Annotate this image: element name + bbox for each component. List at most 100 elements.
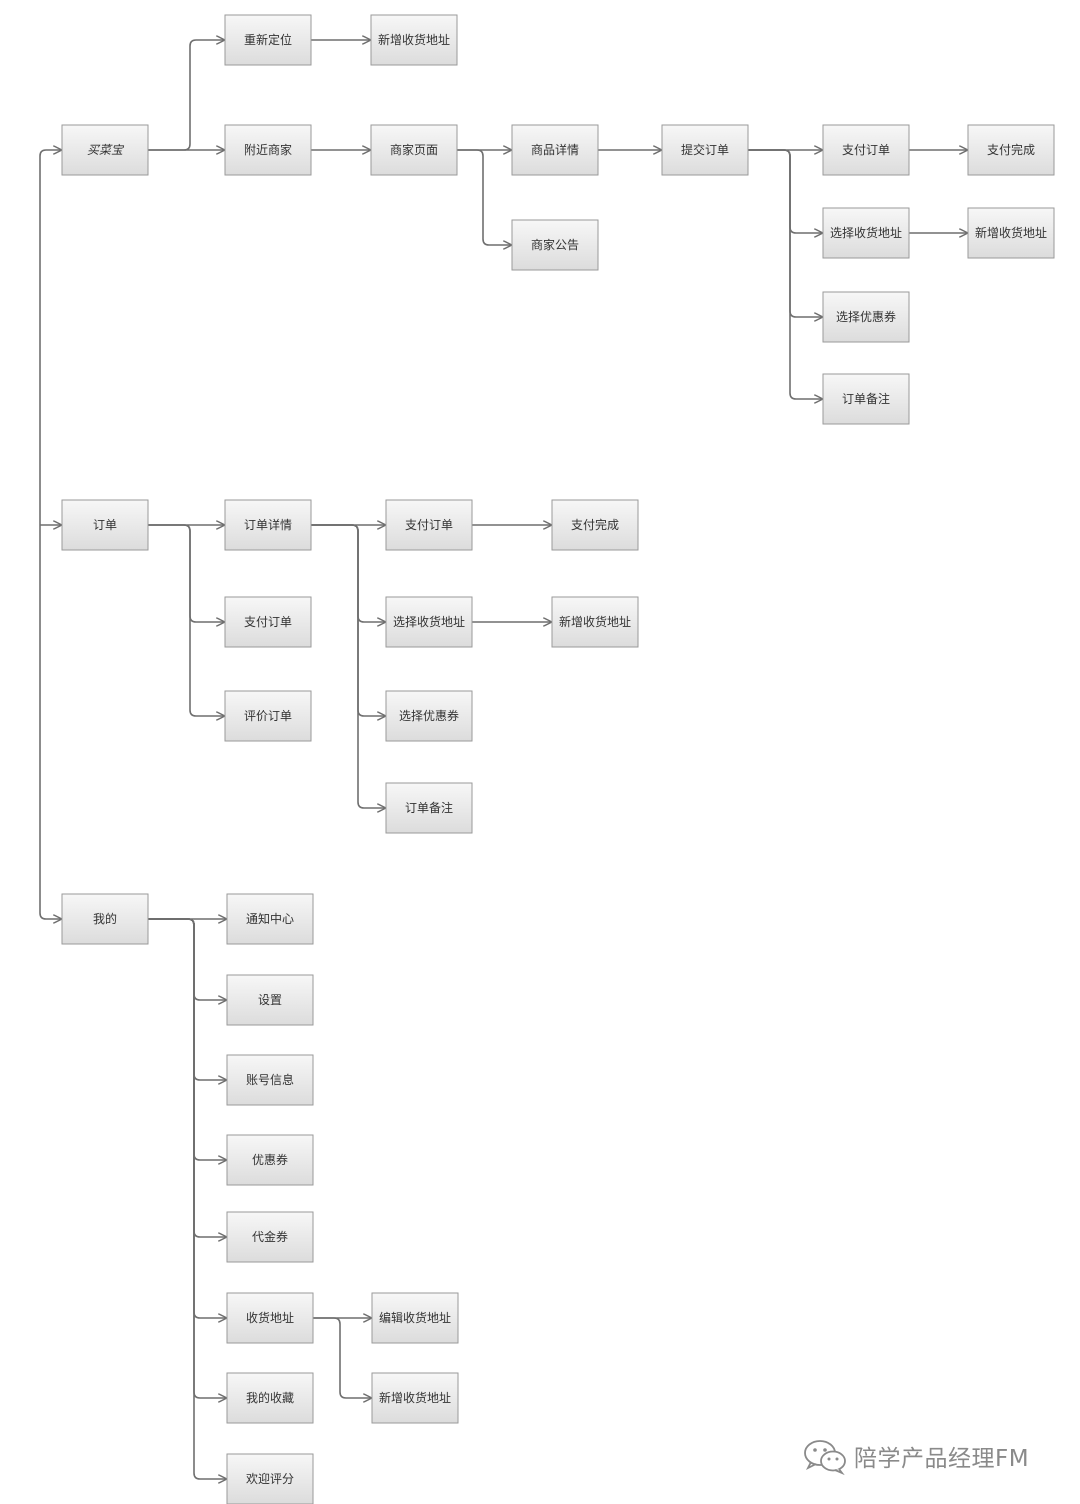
node-dingdan: 订单: [61, 499, 149, 551]
connector-lines: [39, 40, 967, 1479]
node-tijiao-dingdan: 提交订单: [661, 124, 749, 176]
node-box: [967, 124, 1055, 176]
node-box: [661, 124, 749, 176]
node-box: [385, 499, 473, 551]
node-label: 附近商家: [244, 142, 292, 157]
watermark-text: 陪学产品经理FM: [854, 1446, 1030, 1472]
node-label: 支付订单: [405, 518, 453, 532]
node-label: 重新定位: [244, 32, 292, 47]
node-xinzeng-dizhi-4: 新增收货地址: [371, 1372, 459, 1424]
node-box: [822, 207, 910, 259]
node-bianji-dizhi: 编辑收货地址: [371, 1292, 459, 1344]
node-label: 账号信息: [246, 1072, 294, 1087]
node-box: [226, 1134, 314, 1186]
edge-dingdan-to-zhifu_dingdan_3: [148, 524, 224, 622]
node-fujin-shangjia: 附近商家: [224, 124, 312, 176]
node-shangjia-yemian: 商家页面: [370, 124, 458, 176]
node-label: 订单: [93, 518, 117, 532]
edge-tijiao_dingdan-to-dingdan_beizhu_1: [748, 149, 822, 399]
node-label: 评价订单: [244, 709, 292, 723]
node-box: [370, 124, 458, 176]
node-box: [224, 596, 312, 648]
node-shouhuo-dizhi: 收货地址: [226, 1292, 314, 1344]
node-box: [385, 690, 473, 742]
node-shezhi: 设置: [226, 974, 314, 1026]
node-label: 新增收货地址: [378, 32, 450, 47]
node-box: [551, 596, 639, 648]
node-label: 新增收货地址: [975, 225, 1047, 240]
node-box: [511, 124, 599, 176]
node-label: 商家公告: [531, 237, 579, 252]
node-xuanze-youhuiquan-2: 选择优惠券: [385, 690, 473, 742]
node-label: 支付订单: [244, 615, 292, 629]
node-xinzeng-dizhi-1: 新增收货地址: [370, 14, 458, 66]
node-label: 订单详情: [244, 517, 292, 532]
node-label: 商品详情: [531, 142, 579, 157]
node-box: [371, 1372, 459, 1424]
node-box: [226, 1372, 314, 1424]
node-zhifu-wancheng-2: 支付完成: [551, 499, 639, 551]
node-label: 支付完成: [987, 142, 1035, 157]
node-label: 选择收货地址: [393, 614, 465, 629]
node-box: [61, 124, 149, 176]
node-label: 优惠券: [252, 1152, 288, 1167]
node-box: [61, 499, 149, 551]
node-label: 支付完成: [571, 517, 619, 532]
node-box: [226, 893, 314, 945]
node-label: 收货地址: [246, 1310, 294, 1325]
node-box: [967, 207, 1055, 259]
node-box: [511, 219, 599, 271]
node-box: [224, 124, 312, 176]
watermark: 陪学产品经理FM: [802, 1436, 1029, 1476]
edge-shangjia_yemian-to-shangjia_gonggao: [457, 149, 511, 245]
node-youhuiquan: 优惠券: [226, 1134, 314, 1186]
node-box: [224, 499, 312, 551]
node-box: [551, 499, 639, 551]
node-tongzhi-zhongxin: 通知中心: [226, 893, 314, 945]
edge-root-maicaibao: [39, 150, 61, 157]
node-shangjia-gonggao: 商家公告: [511, 219, 599, 271]
node-box: [61, 893, 149, 945]
wechat-icon: [804, 1440, 846, 1476]
node-box: [226, 974, 314, 1026]
edge-wode-to-huanying_pingfen: [148, 918, 226, 1479]
node-label: 提交订单: [681, 142, 729, 157]
node-pingjia-dingdan: 评价订单: [224, 690, 312, 742]
node-xinzeng-dizhi-3: 新增收货地址: [551, 596, 639, 648]
edge-root-wode: [39, 912, 61, 919]
node-maicaibao: 买菜宝: [61, 124, 149, 176]
node-dingdan-beizhu-1: 订单备注: [822, 373, 910, 425]
node-dingdan-beizhu-2: 订单备注: [385, 782, 473, 834]
edge-dingdan-to-pingjia_dingdan: [148, 524, 224, 716]
node-xuanze-dizhi-2: 选择收货地址: [385, 596, 473, 648]
node-label: 订单备注: [405, 800, 453, 815]
node-box: [226, 1054, 314, 1106]
node-zhifu-dingdan-3: 支付订单: [224, 596, 312, 648]
edge-dingdan_xiangqing-to-dingdan_beizhu_2: [311, 524, 385, 808]
edge-shouhuo_dizhi-to-xinzeng_dizhi_4: [313, 1317, 371, 1398]
node-box: [385, 782, 473, 834]
diagram-nodes: 买菜宝重新定位新增收货地址附近商家商家页面商品详情商家公告提交订单支付订单支付完…: [61, 14, 1055, 1504]
node-box: [224, 14, 312, 66]
node-box: [226, 1453, 314, 1504]
node-box: [370, 14, 458, 66]
node-zhanghao-xinxi: 账号信息: [226, 1054, 314, 1106]
node-label: 新增收货地址: [379, 1390, 451, 1405]
node-wode: 我的: [61, 893, 149, 945]
edge-wode-to-daijinquan: [148, 918, 226, 1237]
node-daijinquan: 代金券: [226, 1211, 314, 1263]
node-label: 选择收货地址: [830, 225, 902, 240]
node-shangpin-xiangqing: 商品详情: [511, 124, 599, 176]
edge-wode-to-youhuiquan: [148, 918, 226, 1160]
node-label: 代金券: [252, 1229, 288, 1244]
node-zhifu-dingdan-1: 支付订单: [822, 124, 910, 176]
node-zhifu-wancheng-1: 支付完成: [967, 124, 1055, 176]
node-label: 我的收藏: [246, 1390, 294, 1405]
node-label: 选择优惠券: [399, 708, 459, 723]
node-box: [822, 373, 910, 425]
node-label: 新增收货地址: [559, 614, 631, 629]
node-huanying-pingfen: 欢迎评分: [226, 1453, 314, 1504]
node-zhifu-dingdan-2: 支付订单: [385, 499, 473, 551]
node-dingdan-xiangqing: 订单详情: [224, 499, 312, 551]
